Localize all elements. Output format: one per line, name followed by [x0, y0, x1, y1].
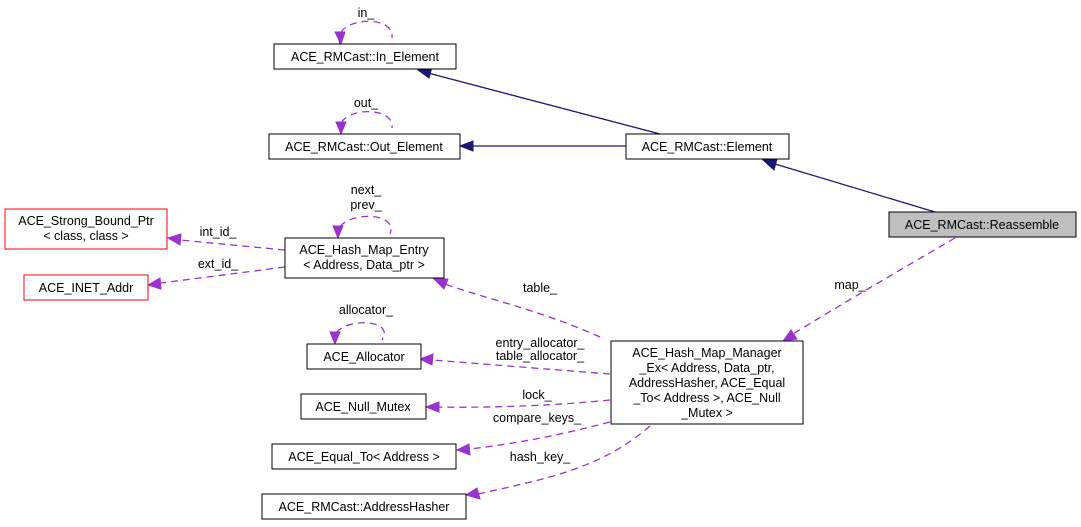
node-null-mutex[interactable]: ACE_Null_Mutex — [300, 393, 427, 420]
node-strong-bound-ptr-label-2: < class, class > — [43, 229, 128, 243]
edge-element-in — [427, 72, 661, 135]
node-hash-map-entry-label-2: < Address, Data_ptr > — [303, 258, 425, 272]
edge-label-in: in_ — [358, 6, 376, 20]
node-equal-to[interactable]: ACE_Equal_To< Address > — [271, 443, 457, 470]
edge-label-lock: lock_ — [522, 388, 552, 402]
edge-allocator-self — [333, 322, 385, 345]
arrowhead — [166, 233, 182, 246]
edge-label-entry-allocator: entry_allocator_ — [496, 336, 586, 350]
arrowhead — [781, 329, 798, 342]
node-allocator[interactable]: ACE_Allocator — [306, 343, 422, 370]
node-hash-map-manager-label-1: ACE_Hash_Map_Manager — [632, 346, 781, 360]
edge-label-table: table_ — [523, 281, 558, 295]
edge-manager-equal — [469, 421, 611, 450]
edge-in-self — [338, 20, 393, 45]
node-allocator-label: ACE_Allocator — [323, 350, 404, 364]
arrowhead — [761, 158, 778, 171]
node-strong-bound-ptr[interactable]: ACE_Strong_Bound_Ptr < class, class > — [4, 208, 168, 250]
arrowhead — [455, 443, 471, 456]
edge-entry-self — [336, 215, 392, 239]
node-out-element-label: ACE_RMCast::Out_Element — [285, 140, 443, 154]
edge-manager-mutex — [437, 399, 611, 408]
node-element[interactable]: ACE_RMCast::Element — [625, 133, 790, 160]
edge-entry-strong — [179, 239, 286, 251]
edge-entry-inet — [160, 266, 286, 284]
node-inet-addr[interactable]: ACE_INET_Addr — [23, 274, 149, 301]
edge-label-int-id: int_id_ — [200, 225, 238, 239]
arrowhead — [332, 225, 344, 240]
edge-label-table-allocator: table_allocator_ — [496, 349, 585, 363]
edge-label-allocator: allocator_ — [339, 303, 394, 317]
node-hash-map-manager-label-2: _Ex< Address, Data_ptr, — [638, 361, 774, 375]
edge-label-hash-key: hash_key_ — [510, 450, 572, 464]
node-address-hasher[interactable]: ACE_RMCast::AddressHasher — [261, 493, 467, 520]
node-reassemble-label: ACE_RMCast::Reassemble — [905, 218, 1059, 232]
node-element-label: ACE_RMCast::Element — [642, 140, 773, 154]
arrowhead — [334, 31, 346, 46]
node-address-hasher-label: ACE_RMCast::AddressHasher — [279, 500, 450, 514]
node-hash-map-entry[interactable]: ACE_Hash_Map_Entry < Address, Data_ptr > — [284, 237, 445, 279]
node-in-element-label: ACE_RMCast::In_Element — [291, 50, 440, 64]
edge-label-ext-id: ext_id_ — [198, 257, 239, 271]
edge-label-next: next_ — [351, 183, 383, 197]
edge-label-out: out_ — [354, 96, 379, 110]
arrowhead — [464, 487, 481, 500]
node-strong-bound-ptr-label-1: ACE_Strong_Bound_Ptr — [18, 214, 154, 228]
arrowhead — [424, 401, 440, 413]
node-in-element[interactable]: ACE_RMCast::In_Element — [273, 43, 457, 70]
arrowhead — [335, 121, 347, 136]
node-hash-map-manager-label-4: _To< Address >, ACE_Null — [632, 391, 780, 405]
node-hash-map-manager-label-5: _Mutex > — [680, 406, 733, 420]
arrowhead — [432, 278, 449, 290]
node-hash-map-entry-label-1: ACE_Hash_Map_Entry — [299, 243, 429, 257]
edge-out-self — [339, 111, 393, 135]
node-out-element[interactable]: ACE_RMCast::Out_Element — [268, 133, 461, 160]
edge-reassemble-element — [774, 163, 936, 213]
node-inet-addr-label: ACE_INET_Addr — [39, 281, 133, 295]
edge-reassemble-manager — [792, 237, 956, 335]
node-hash-map-manager[interactable]: ACE_Hash_Map_Manager _Ex< Address, Data_… — [610, 340, 804, 425]
node-equal-to-label: ACE_Equal_To< Address > — [288, 450, 440, 464]
arrowhead — [329, 331, 341, 346]
arrowhead — [458, 140, 474, 152]
node-reassemble[interactable]: ACE_RMCast::Reassemble — [888, 211, 1077, 238]
arrowhead — [418, 353, 434, 366]
edge-label-map: map_ — [834, 278, 866, 292]
edge-manager-allocator — [431, 359, 611, 375]
node-null-mutex-label: ACE_Null_Mutex — [315, 400, 411, 414]
node-hash-map-manager-label-3: AddressHasher, ACE_Equal — [629, 376, 785, 390]
edge-manager-entry — [444, 283, 601, 338]
edge-label-prev: prev_ — [350, 198, 382, 212]
arrowhead — [146, 277, 162, 290]
edge-label-compare-keys: compare_keys_ — [493, 411, 582, 425]
